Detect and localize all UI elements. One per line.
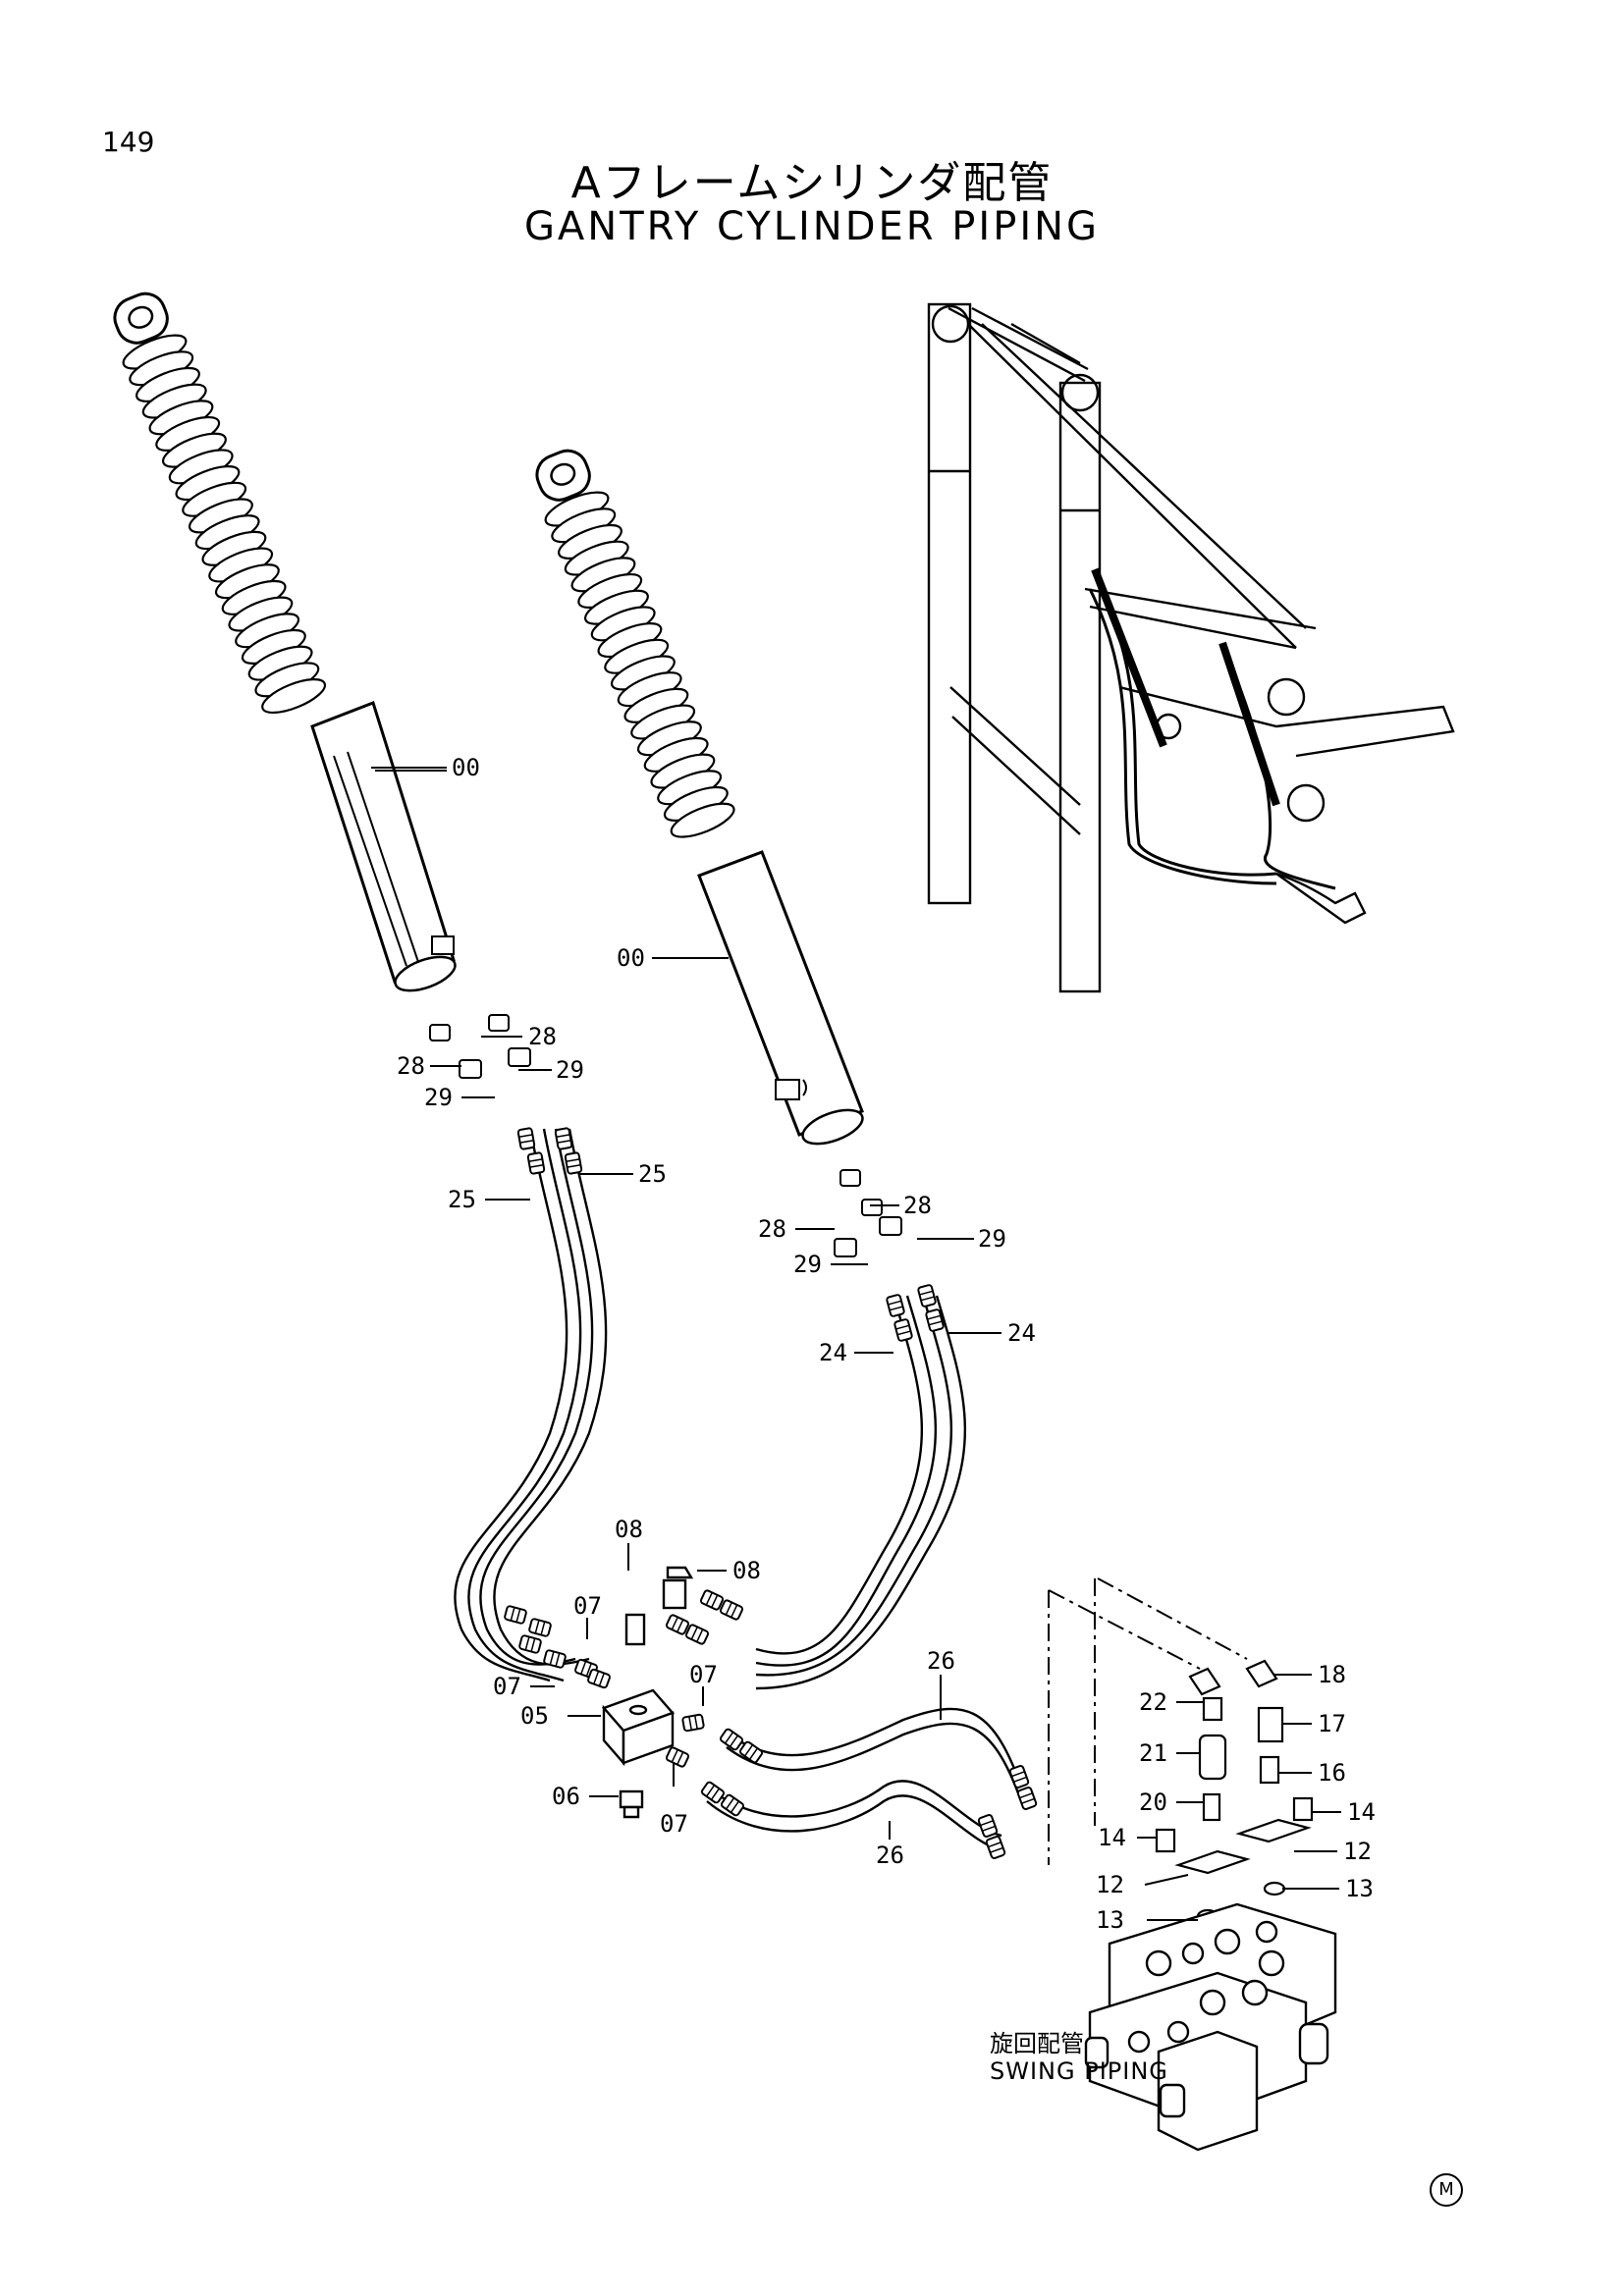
callout-17: 17 [1318, 1710, 1346, 1737]
callout-29-right-top: 29 [978, 1225, 1006, 1253]
hoses-24 [755, 1295, 967, 1690]
left-gantry-cylinder [113, 292, 457, 992]
callout-18: 18 [1318, 1661, 1346, 1688]
swing-piping-caption-japanese: 旋回配管 [990, 2030, 1084, 2057]
callout-26-top: 26 [927, 1647, 955, 1675]
callout-24-left: 24 [819, 1339, 847, 1366]
callout-29-left-bottom: 29 [424, 1084, 453, 1111]
callout-13-left: 13 [1096, 1906, 1124, 1934]
callout-07-bottom: 07 [660, 1810, 688, 1838]
callout-07-left: 07 [493, 1673, 521, 1700]
control-valve [1084, 1902, 1337, 2152]
swing-fittings [1155, 1659, 1314, 1924]
swing-piping-caption-english: SWING PIPING [990, 2057, 1168, 2085]
callout-26-bottom: 26 [876, 1842, 904, 1869]
leader-lines [371, 767, 1341, 1921]
callout-14-left: 14 [1098, 1824, 1126, 1851]
gantry-overview-inset [927, 302, 1455, 993]
callout-16: 16 [1318, 1759, 1346, 1787]
callout-06: 06 [552, 1783, 580, 1810]
hose-fittings-26 [699, 1727, 1038, 1860]
junction-block-05 [601, 1566, 694, 1819]
hoses-26 [706, 1707, 1023, 1852]
callout-13-right: 13 [1345, 1875, 1374, 1902]
right-gantry-cylinder [535, 449, 864, 1146]
callout-08-right: 08 [732, 1557, 761, 1584]
callout-28-left-top: 28 [528, 1023, 557, 1050]
callout-07-top-right: 07 [689, 1661, 718, 1688]
callout-29-left-top: 29 [556, 1056, 584, 1084]
swing-piping-boundary [1048, 1577, 1248, 1865]
callout-08-top: 08 [615, 1516, 643, 1543]
callout-25-left: 25 [448, 1186, 476, 1213]
fittings-07-08-misc [429, 1014, 902, 1769]
title-english: GANTRY CYLINDER PIPING [523, 204, 1101, 249]
callout-25-right: 25 [638, 1160, 667, 1188]
callout-20: 20 [1139, 1789, 1167, 1816]
callout-21: 21 [1139, 1739, 1167, 1767]
callout-07-top-left: 07 [573, 1592, 602, 1620]
callout-00-left: 00 [452, 754, 480, 781]
callout-28-right-bottom: 28 [758, 1215, 786, 1243]
title-japanese: Aフレームシリンダ配管 [570, 158, 1054, 208]
callout-12-left: 12 [1096, 1871, 1124, 1898]
corner-mark: M [1430, 2173, 1463, 2207]
hose-fittings-24 [664, 1283, 946, 1646]
callout-22: 22 [1139, 1688, 1167, 1716]
callout-28-left-bottom: 28 [397, 1052, 425, 1080]
callout-12-right: 12 [1343, 1838, 1372, 1865]
callout-29-right-bottom: 29 [793, 1251, 822, 1278]
callout-00-right: 00 [617, 944, 645, 972]
callout-labels: 00 00 28 28 29 29 25 25 28 28 29 29 24 2… [397, 754, 1376, 1934]
callout-05: 05 [520, 1702, 549, 1730]
callout-14-right: 14 [1347, 1798, 1376, 1826]
hoses-25 [454, 1128, 608, 1682]
hose-fittings-25 [503, 1126, 583, 1670]
page-number: 149 [102, 126, 155, 158]
callout-28-right-top: 28 [903, 1192, 932, 1219]
callout-24-right: 24 [1007, 1319, 1036, 1347]
